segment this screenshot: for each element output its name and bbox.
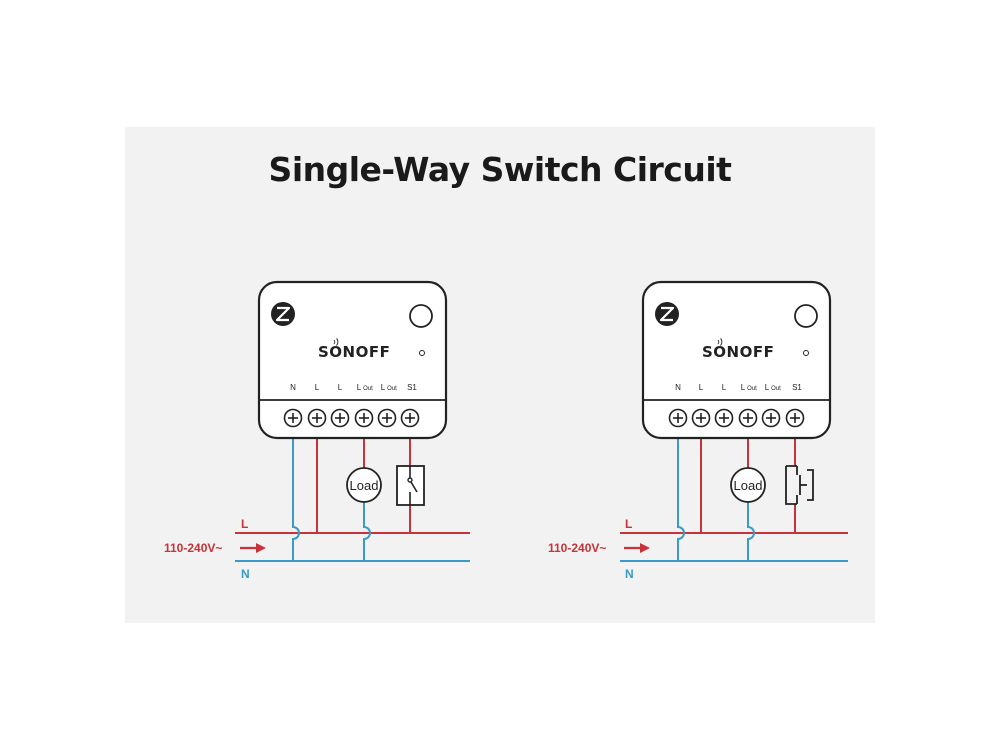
neutral-label: N [241, 567, 250, 581]
voltage-label: 110-240V~ [548, 541, 606, 555]
terminal-screw [283, 408, 303, 428]
input-arrow-icon [624, 543, 650, 553]
terminal-label-lout: L [741, 383, 746, 392]
terminal-label-lout-sub: Out [747, 386, 757, 392]
brand-logo: SONOFF [702, 343, 774, 361]
pair-button-icon [794, 304, 818, 328]
push-button-switch-icon [785, 465, 814, 505]
terminal-label-lout-sub: Out [387, 386, 397, 392]
input-arrow-icon [240, 543, 266, 553]
device-body [641, 280, 832, 440]
page-title: Single-Way Switch Circuit [268, 150, 732, 189]
terminal-screw [761, 408, 781, 428]
pair-button-icon [409, 304, 433, 328]
rocker-switch-icon [396, 465, 425, 506]
brand-logo: SONOFF [318, 343, 390, 361]
load-to-neutral [747, 502, 755, 561]
load-icon [346, 467, 382, 503]
live-label: L [625, 517, 632, 531]
load-icon [730, 467, 766, 503]
terminal-label-l: L [699, 383, 704, 392]
terminal-screw [785, 408, 805, 428]
terminal-screw [738, 408, 758, 428]
wifi-signal-icon [717, 338, 723, 346]
zigbee-icon [271, 302, 295, 326]
terminal-screw [668, 408, 688, 428]
sonoff-device-right: SONOFF N L L L Out L Out S1 [641, 280, 832, 440]
terminal-screw [354, 408, 374, 428]
terminal-label-lout: L [381, 383, 386, 392]
diagram-left: SONOFF N L L L Out L Out S1 Load [164, 280, 470, 581]
terminal-screw [691, 408, 711, 428]
load-to-neutral [363, 502, 371, 561]
terminal-label-lout-sub: Out [363, 386, 373, 392]
load-right: Load [730, 467, 766, 503]
terminal-label-s1: S1 [407, 383, 417, 392]
neutral-label: N [625, 567, 634, 581]
terminal-label-lout: L [765, 383, 770, 392]
terminal-label-l: L [338, 383, 343, 392]
load-left: Load [346, 467, 382, 503]
terminal-screw [400, 408, 420, 428]
load-label: Load [350, 478, 379, 493]
terminal-screw [307, 408, 327, 428]
voltage-label: 110-240V~ [164, 541, 222, 555]
led-indicator-icon [803, 350, 809, 356]
terminal-screw [377, 408, 397, 428]
live-label: L [241, 517, 248, 531]
zigbee-icon [655, 302, 679, 326]
terminal-label-l: L [722, 383, 727, 392]
wires-right [620, 420, 848, 562]
wifi-signal-icon [333, 338, 339, 346]
led-indicator-icon [419, 350, 425, 356]
load-label: Load [734, 478, 763, 493]
terminal-label-s1: S1 [792, 383, 802, 392]
terminal-label-lout: L [357, 383, 362, 392]
terminal-label-n: N [290, 383, 296, 392]
neutral-drop [292, 420, 300, 561]
terminal-label-lout-sub: Out [771, 386, 781, 392]
terminal-label-n: N [675, 383, 681, 392]
terminal-screw [714, 408, 734, 428]
terminal-label-l: L [315, 383, 320, 392]
device-body [257, 280, 448, 440]
sonoff-device-left: SONOFF N L L L Out L Out S1 [257, 280, 448, 440]
neutral-drop [677, 420, 685, 561]
diagram-right: SONOFF N L L L Out L Out S1 Load [548, 280, 848, 581]
terminal-screw [330, 408, 350, 428]
